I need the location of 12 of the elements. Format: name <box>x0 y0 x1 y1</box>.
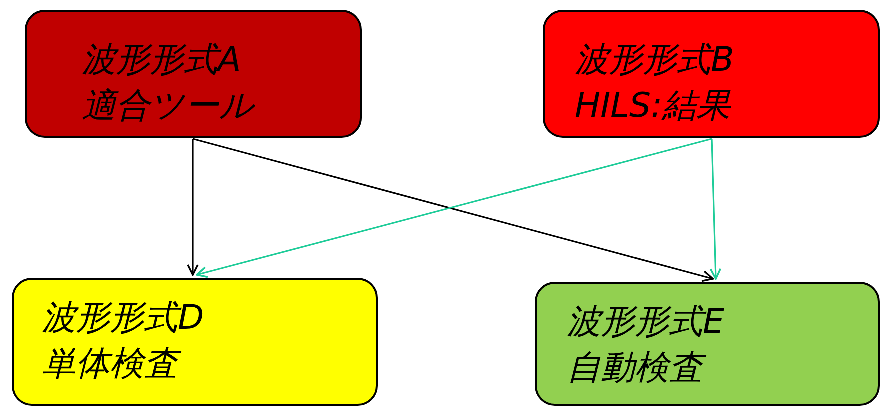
box-title: 波形形式A <box>82 40 242 80</box>
process-box <box>543 10 880 138</box>
process-box <box>25 10 362 138</box>
box-title: 波形形式D <box>42 298 204 338</box>
box-label: HILS:結果 <box>575 86 731 126</box>
box-title: 波形形式E <box>567 302 724 342</box>
process-box <box>535 282 880 406</box>
arrow <box>187 139 199 276</box>
arrow <box>710 138 722 280</box>
box-title: 波形形式B <box>575 40 734 80</box>
process-box <box>12 278 378 406</box>
box-label: 適合ツール <box>82 86 254 126</box>
